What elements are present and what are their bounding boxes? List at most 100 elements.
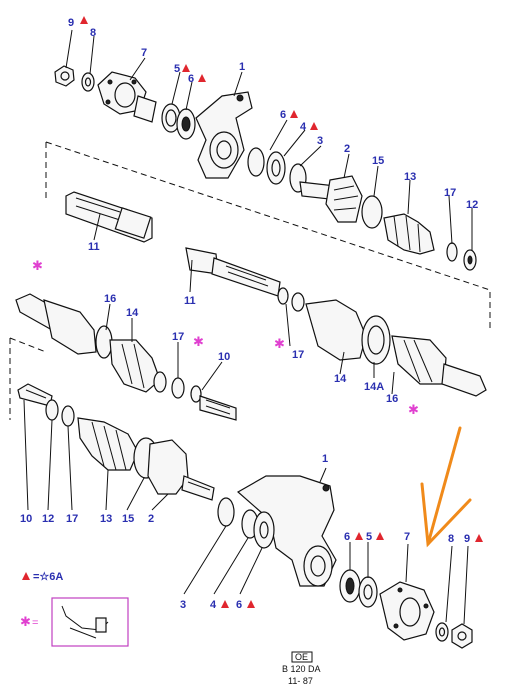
label-8-bottom: 8 bbox=[448, 533, 454, 545]
label-11a: 11 bbox=[88, 241, 100, 253]
label-9-bottom: 9 bbox=[464, 533, 470, 545]
triangle-5-bottom bbox=[376, 532, 384, 540]
label-15-bottom: 15 bbox=[122, 513, 134, 525]
label-17-mid: 17 bbox=[172, 331, 184, 343]
label-8-top: 8 bbox=[90, 27, 96, 39]
triangle-4-top bbox=[310, 122, 318, 130]
label-5-top: 5 bbox=[174, 63, 180, 75]
washer-8-bottom bbox=[435, 622, 449, 642]
label-2-bottom: 2 bbox=[148, 513, 154, 525]
shaft-11-lower bbox=[185, 247, 281, 297]
nut-9-bottom bbox=[451, 623, 473, 649]
outer-joint-2-top bbox=[299, 175, 363, 223]
footer-code-box: OE bbox=[295, 652, 308, 662]
label-16b-mid: 16 bbox=[386, 393, 398, 405]
shaft-11-upper bbox=[65, 191, 153, 243]
star-marker-3: ✱ bbox=[274, 337, 285, 352]
label-9-top: 9 bbox=[68, 17, 74, 29]
star-marker-4: ✱ bbox=[408, 403, 419, 418]
label-12-top: 12 bbox=[466, 199, 478, 211]
triangle-6-bottom bbox=[247, 600, 255, 608]
label-6b-top: 6 bbox=[280, 109, 286, 121]
assembly-outline-top bbox=[45, 141, 491, 330]
label-3-top: 3 bbox=[317, 135, 323, 147]
triangle-9-bottom bbox=[475, 534, 483, 542]
legend-key: =☆6A ✱ = bbox=[20, 571, 63, 630]
label-6-bottom: 6 bbox=[236, 599, 242, 611]
triangle-6-top bbox=[198, 74, 206, 82]
triangle-4-bottom bbox=[221, 600, 229, 608]
inner-boot-left-mid bbox=[15, 293, 167, 393]
label-11b: 11 bbox=[184, 295, 196, 307]
cv-joint-14-14A-mid bbox=[305, 299, 487, 397]
clip-17-mid bbox=[171, 377, 185, 399]
knuckle-1-bottom bbox=[236, 475, 337, 587]
legend-triangle-text: =☆6A bbox=[33, 571, 63, 583]
nut-9-top bbox=[54, 65, 75, 87]
label-13-top: 13 bbox=[404, 171, 416, 183]
hub-7-top bbox=[97, 71, 157, 123]
label-4-top: 4 bbox=[300, 121, 307, 133]
label-1-top: 1 bbox=[239, 61, 245, 73]
labels-bottom: 10 12 17 13 15 2 1 3 4 6 6 5 7 8 9 bbox=[20, 453, 483, 611]
label-6-bottom-right: 6 bbox=[344, 531, 350, 543]
label-2-top: 2 bbox=[344, 143, 350, 155]
star-marker-1: ✱ bbox=[32, 259, 43, 274]
outer-joint-2-bottom bbox=[147, 439, 215, 501]
footer-code-text: B 120 DA bbox=[282, 664, 321, 674]
labels-top: 9 8 7 5 6 1 6 4 3 2 15 13 17 12 11 11 bbox=[68, 16, 478, 307]
clip-17-bottom bbox=[61, 405, 75, 427]
clip-12-bottom bbox=[45, 399, 59, 421]
legend-star: ✱ bbox=[20, 615, 31, 630]
labels-middle: ✱ 16 14 17 ✱ 10 ✱ 17 14 14A 16 ✱ bbox=[32, 259, 419, 418]
clip-17-top bbox=[446, 242, 458, 262]
knuckle-1-top bbox=[195, 91, 253, 179]
bearing-6-5-bottom bbox=[339, 569, 378, 608]
label-17-bottom: 17 bbox=[66, 513, 78, 525]
triangle-6b-top bbox=[290, 110, 298, 118]
triangle-5-top bbox=[182, 64, 190, 72]
leader-lines bbox=[23, 29, 473, 625]
label-7-bottom: 7 bbox=[404, 531, 410, 543]
clamp-15-top bbox=[361, 195, 383, 229]
label-10-mid: 10 bbox=[218, 351, 230, 363]
label-13-bottom: 13 bbox=[100, 513, 112, 525]
assembly-outline-mid bbox=[9, 337, 47, 420]
stub-10-mid bbox=[190, 385, 237, 421]
label-6-top: 6 bbox=[188, 73, 194, 85]
ring-4-6-bottom bbox=[241, 509, 275, 549]
label-14-mid: 14 bbox=[126, 307, 139, 319]
ring-3-bottom bbox=[217, 497, 235, 527]
washer-pair-mid bbox=[277, 287, 305, 312]
triangle-6-bottom-right bbox=[355, 532, 363, 540]
legend-box bbox=[51, 597, 129, 647]
label-14b-mid: 14 bbox=[334, 373, 347, 385]
triangle-9-top bbox=[80, 16, 88, 24]
legend-triangle bbox=[22, 572, 30, 580]
label-3-bottom: 3 bbox=[180, 599, 186, 611]
label-17b-mid: 17 bbox=[292, 349, 304, 361]
label-5-bottom: 5 bbox=[366, 531, 372, 543]
footer-code: OE B 120 DA 11- 87 bbox=[282, 651, 321, 686]
legend-star-text: = bbox=[32, 617, 38, 629]
washer-8-top bbox=[81, 72, 95, 92]
boot-13-bottom bbox=[77, 417, 139, 471]
label-14A-mid: 14A bbox=[364, 381, 384, 393]
footer-date: 11- 87 bbox=[288, 676, 313, 686]
label-1-bottom: 1 bbox=[322, 453, 328, 465]
label-12-bottom: 12 bbox=[42, 513, 54, 525]
ring-6-4-top bbox=[247, 147, 286, 185]
hub-7-bottom bbox=[379, 581, 435, 641]
star-marker-2: ✱ bbox=[193, 335, 204, 350]
boot-13-top bbox=[383, 213, 435, 255]
label-4-bottom: 4 bbox=[210, 599, 217, 611]
orange-arrow-annotation bbox=[420, 426, 472, 548]
label-17-top: 17 bbox=[444, 187, 456, 199]
shaft-10-bottom bbox=[17, 383, 53, 407]
label-16-mid: 16 bbox=[104, 293, 116, 305]
label-7-top: 7 bbox=[141, 47, 147, 59]
label-15-top: 15 bbox=[372, 155, 384, 167]
bearing-5-6-top bbox=[161, 103, 196, 140]
